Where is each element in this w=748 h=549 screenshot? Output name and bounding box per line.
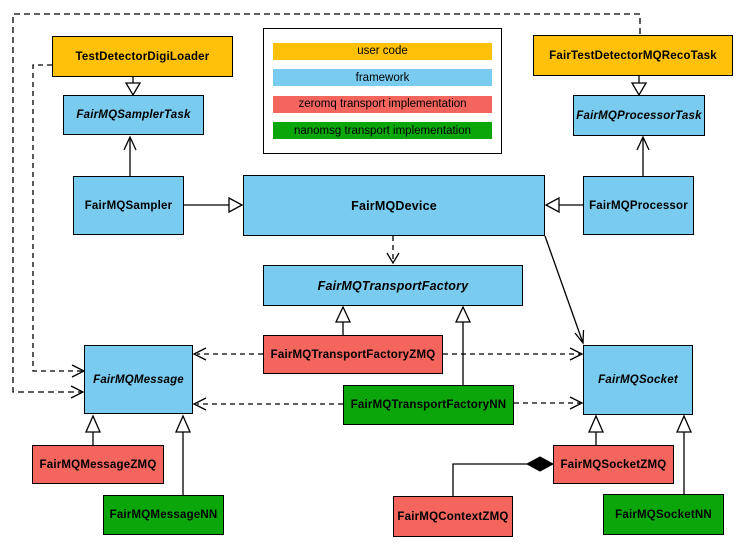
class-box-fairmqprocessortask: FairMQProcessorTask	[573, 95, 705, 136]
edge-inherit-sampler-device	[184, 196, 244, 214]
class-box-fairmqsocketzmq: FairMQSocketZMQ	[553, 445, 674, 484]
class-box-fairmqprocessor: FairMQProcessor	[583, 176, 694, 235]
legend-item-framework: framework	[273, 69, 492, 87]
class-box-fairmqmessagezmq: FairMQMessageZMQ	[32, 445, 164, 484]
legend-item-nanomsg: nanomsg transport implementation	[273, 122, 492, 140]
edge-dep-factoryzmq-socket	[443, 347, 584, 361]
class-box-fairmqtransportfactoryzmq: FairMQTransportFactoryZMQ	[263, 335, 443, 374]
legend-item-user-code: user code	[273, 42, 492, 60]
edge-dep-recotask-message	[12, 13, 641, 399]
class-box-fairmqtransportfactory: FairMQTransportFactory	[263, 265, 523, 306]
legend-item-zeromq: zeromq transport implementation	[273, 95, 492, 113]
edge-dep-device-transportfactory	[386, 236, 400, 265]
edge-comp-socketzmq-contextzmq	[452, 456, 555, 496]
class-box-fairmqsocket: FairMQSocket	[583, 345, 693, 415]
class-box-fairmqsamplertask: FairMQSamplerTask	[63, 95, 204, 135]
class-box-fairtestdetectormqrecotask: FairTestDetectorMQRecoTask	[533, 35, 733, 76]
class-box-fairmqmessage: FairMQMessage	[84, 345, 193, 414]
edge-inherit-processor-device	[544, 196, 583, 214]
edge-assoc-sampler-samplertask	[123, 135, 137, 176]
edge-dep-factoryzmq-message	[192, 347, 263, 361]
edge-dep-factorynn-message	[192, 397, 343, 411]
class-box-fairmqmessagenn: FairMQMessageNN	[103, 495, 224, 535]
class-box-fairmqsocketnn: FairMQSocketNN	[603, 494, 724, 535]
edge-inherit-messagenn-message	[175, 414, 191, 495]
edge-assoc-device-socket	[544, 235, 585, 345]
legend: user code framework zeromq transport imp…	[263, 28, 502, 154]
class-box-fairmqcontextzmq: FairMQContextZMQ	[393, 496, 513, 537]
edge-inherit-digiloader-samplertask	[124, 77, 142, 97]
edge-dep-factorynn-socket	[514, 396, 584, 410]
edge-assoc-processor-processortask	[636, 135, 650, 176]
class-box-fairmqdevice: FairMQDevice	[243, 175, 545, 236]
edge-inherit-socketnn-socket	[676, 414, 692, 494]
edge-inherit-socketzmq-socket	[588, 414, 604, 445]
edge-inherit-factorynn-factory	[454, 305, 472, 385]
edge-inherit-messagezmq-message	[85, 414, 101, 445]
class-box-fairmqtransportfactorynn: FairMQTransportFactoryNN	[343, 385, 514, 425]
class-box-testdetectordigiloader: TestDetectorDigiLoader	[52, 36, 233, 77]
edge-inherit-recotask-processortask	[630, 76, 648, 97]
class-box-fairmqsampler: FairMQSampler	[73, 176, 184, 235]
edge-inherit-factoryzmq-factory	[334, 305, 352, 335]
